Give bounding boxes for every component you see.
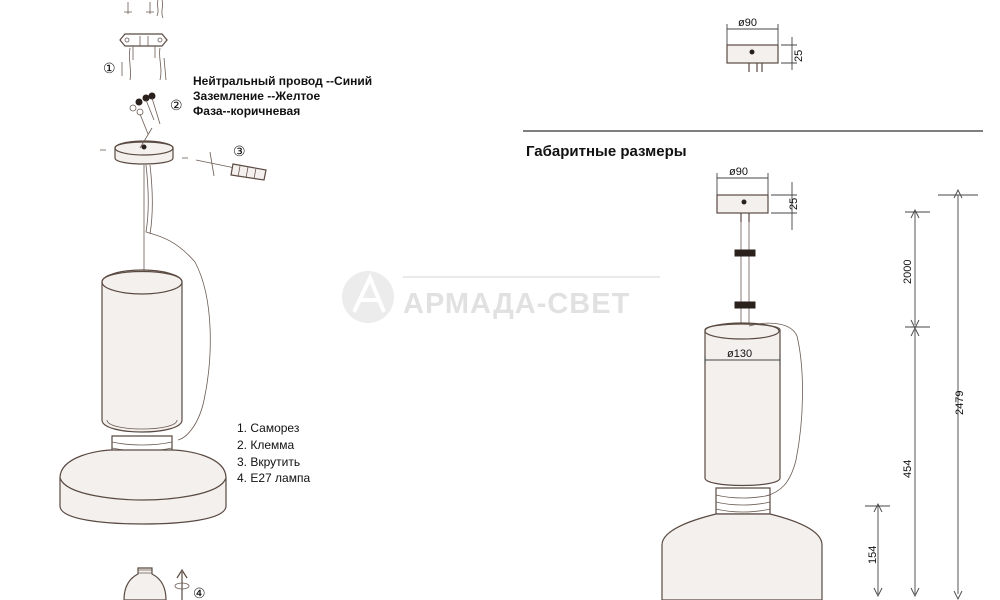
dim-dome-line <box>873 502 883 598</box>
dim-cord-length: 2000 <box>902 260 914 284</box>
dim-shade-diameter: ø130 <box>727 348 752 360</box>
step-marker-3: ③ <box>233 143 246 159</box>
parts-list: 1. Саморез 2. Клемма 3. Вкрутить 4. E27 … <box>237 421 310 485</box>
canopy-detail-top: ø90 25 <box>726 17 805 72</box>
exploded-assembly: ① ② Нейтральный провод --Синий Заземлени… <box>59 0 372 600</box>
screwdriver-icon <box>195 151 267 181</box>
parts-list-item: 3. Вкрутить <box>237 455 300 469</box>
legend-phase: Фаза--коричневая <box>193 104 300 118</box>
side-cable <box>748 322 803 497</box>
dome-shade <box>661 513 823 600</box>
dome-shade <box>59 449 227 525</box>
parts-list-item: 2. Клемма <box>237 438 295 452</box>
dim-canopy-height: 25 <box>788 198 800 210</box>
suspension-cord <box>740 222 750 326</box>
rotate-arrow-icon <box>174 568 190 600</box>
legend-neutral: Нейтральный провод --Синий <box>193 74 372 88</box>
glass-cylinder <box>704 323 781 487</box>
dim-dome-height: 154 <box>867 546 879 564</box>
dim-canopy-diameter-top: ø90 <box>738 17 757 29</box>
dimension-drawing: ø90 25 ø130 2479 2000 454 154 <box>661 166 978 600</box>
glass-cylinder <box>101 269 183 433</box>
step-marker-4: ④ <box>193 585 206 600</box>
dim-canopy-height-top: 25 <box>793 50 805 62</box>
wiring-legend: Нейтральный провод --Синий Заземление --… <box>193 74 372 118</box>
parts-list-item: 4. E27 лампа <box>237 471 310 485</box>
dim-body-line <box>910 326 920 598</box>
top-screws <box>124 0 164 19</box>
mounting-bracket <box>119 33 168 60</box>
watermark-brand: АРМАДА-СВЕТ <box>403 288 630 320</box>
cord-clip <box>734 249 756 257</box>
brand-logo-icon <box>352 273 386 313</box>
dim-body-height: 454 <box>902 460 914 478</box>
section-title: Габаритные размеры <box>526 143 687 160</box>
canopy <box>100 127 188 165</box>
e27-bulb-icon <box>123 567 167 600</box>
dim-total-height: 2479 <box>954 391 966 415</box>
dim-canopy-diameter: ø90 <box>729 166 748 178</box>
step-marker-2: ② <box>170 97 183 113</box>
step-marker-1: ① <box>103 60 116 76</box>
terminal-block <box>129 92 161 135</box>
wire-bundle <box>121 47 167 81</box>
watermark: АРМАДА-СВЕТ <box>342 271 660 323</box>
cord-clip <box>734 301 756 309</box>
legend-ground: Заземление --Желтое <box>193 89 320 103</box>
parts-list-item: 1. Саморез <box>237 421 300 435</box>
threaded-neck <box>715 487 771 515</box>
